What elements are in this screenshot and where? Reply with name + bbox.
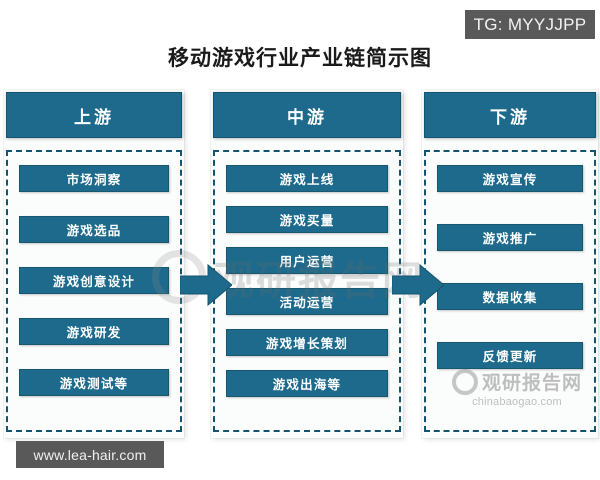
column-header-upstream: 上游 <box>6 92 182 138</box>
process-item[interactable]: 游戏研发 <box>19 318 169 345</box>
process-item[interactable]: 市场洞察 <box>19 165 169 192</box>
process-item[interactable]: 游戏推广 <box>437 224 583 251</box>
process-item[interactable]: 用户运营 <box>226 247 388 274</box>
column-items-upstream: 市场洞察 游戏选品 游戏创意设计 游戏研发 游戏测试等 <box>6 150 182 432</box>
flow-arrow-right-icon <box>392 262 444 308</box>
process-item[interactable]: 反馈更新 <box>437 342 583 369</box>
process-item[interactable]: 游戏买量 <box>226 206 388 233</box>
process-item[interactable]: 游戏选品 <box>19 216 169 243</box>
process-item[interactable]: 游戏出海等 <box>226 370 388 397</box>
flow-arrow-right-icon <box>180 262 232 308</box>
process-item[interactable]: 活动运营 <box>226 288 388 315</box>
tg-handle-badge: TG: MYYJJPP <box>465 10 595 39</box>
column-card-downstream <box>422 90 598 438</box>
process-item[interactable]: 游戏上线 <box>226 165 388 192</box>
process-item[interactable]: 游戏宣传 <box>437 165 583 192</box>
column-header-midstream: 中游 <box>213 92 401 138</box>
process-item[interactable]: 游戏增长策划 <box>226 329 388 356</box>
column-items-downstream: 游戏宣传 游戏推广 数据收集 反馈更新 <box>424 150 596 432</box>
page-title: 移动游戏行业产业链简示图 <box>168 45 432 70</box>
process-item[interactable]: 游戏测试等 <box>19 369 169 396</box>
column-items-midstream: 游戏上线 游戏买量 用户运营 活动运营 游戏增长策划 游戏出海等 <box>213 150 401 432</box>
process-item[interactable]: 数据收集 <box>437 283 583 310</box>
column-midstream: 中游 游戏上线 游戏买量 用户运营 活动运营 游戏增长策划 游戏出海等 <box>213 92 401 432</box>
column-upstream: 上游 市场洞察 游戏选品 游戏创意设计 游戏研发 游戏测试等 <box>6 92 182 432</box>
column-header-downstream: 下游 <box>424 92 596 138</box>
site-url-badge: www.lea-hair.com <box>16 441 164 468</box>
column-downstream: 下游 游戏宣传 游戏推广 数据收集 反馈更新 <box>424 92 596 432</box>
process-item[interactable]: 游戏创意设计 <box>19 267 169 294</box>
